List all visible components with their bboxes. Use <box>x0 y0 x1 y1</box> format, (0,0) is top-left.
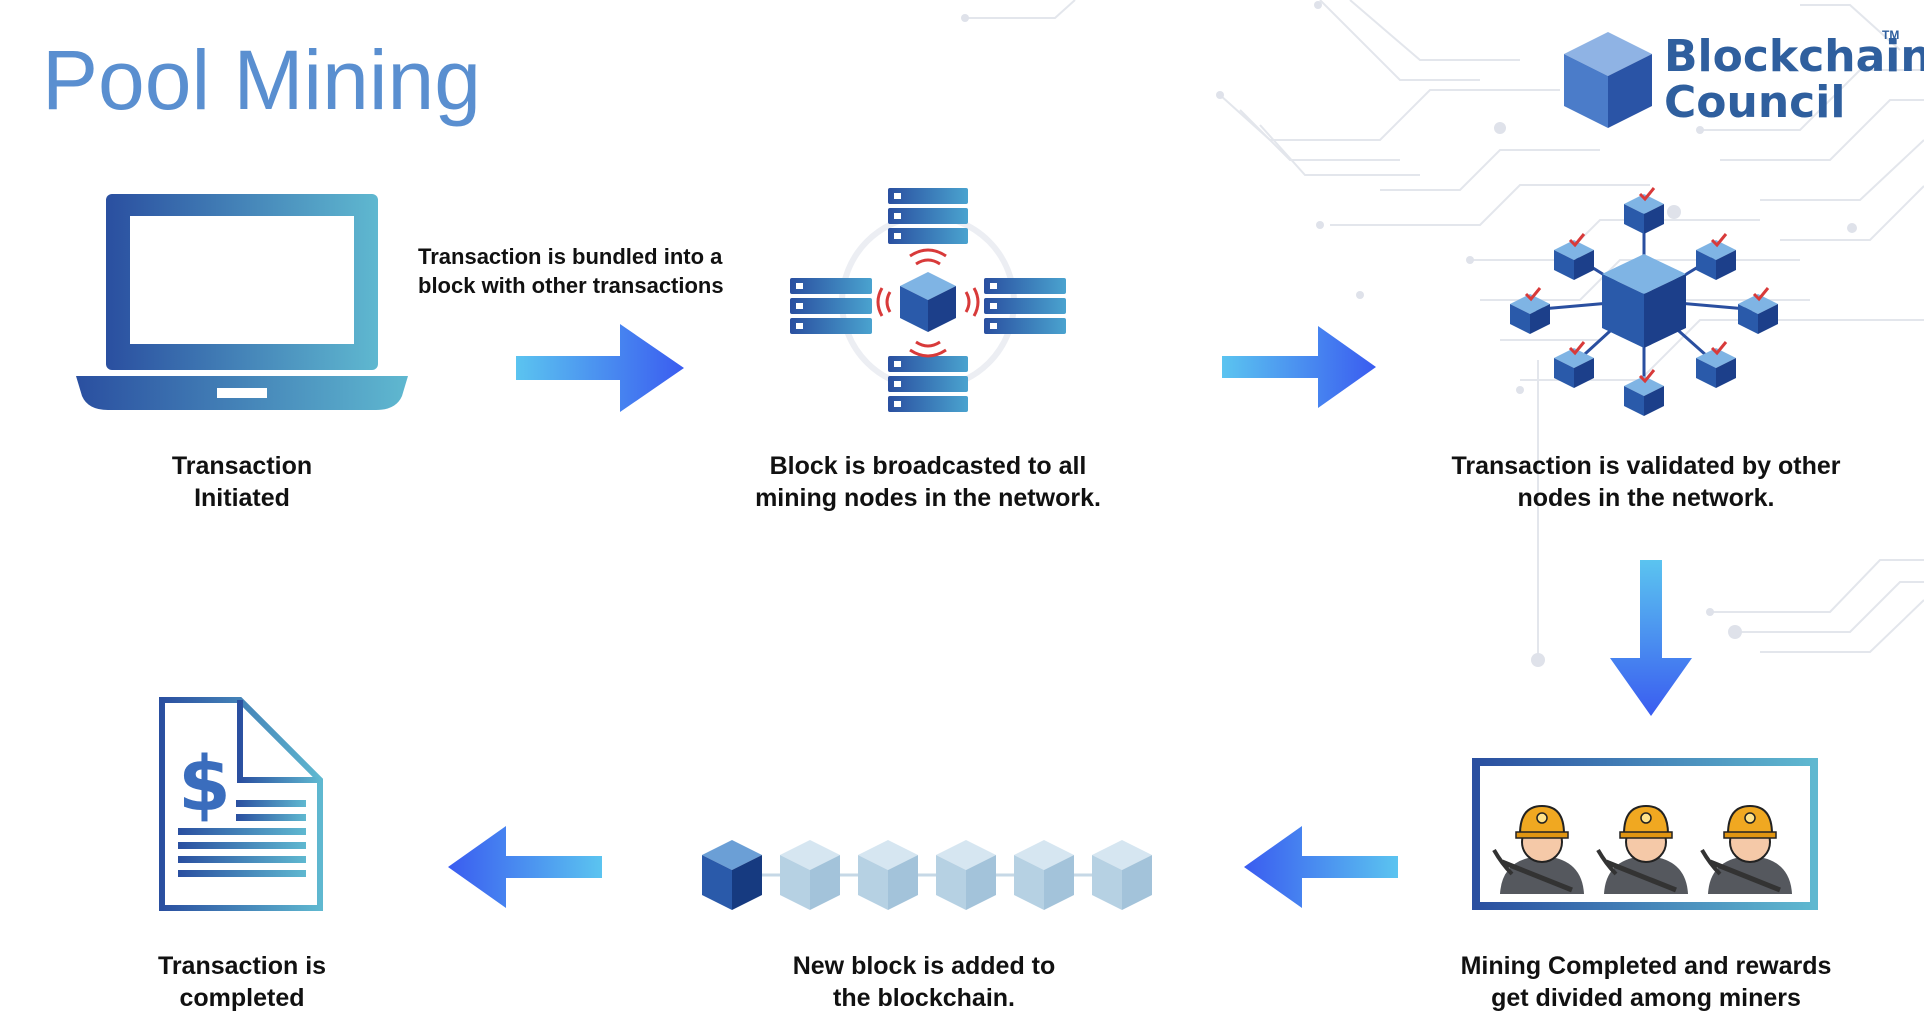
step-label-completed: Transaction is completed <box>157 952 327 1012</box>
logo-line2: Council <box>1664 77 1846 128</box>
logo-cube-icon <box>1564 32 1652 128</box>
arrow-left-1 <box>1244 826 1398 908</box>
arrow-down <box>1610 560 1692 716</box>
miner-figures <box>1492 804 1792 894</box>
logo-text: Blockchain Council <box>1664 34 1924 126</box>
svg-text:$: $ <box>178 739 231 828</box>
logo-line1: Blockchain <box>1664 31 1924 82</box>
step-label-validated: Transaction is validated by other nodes … <box>1451 452 1841 512</box>
small-node-cubes <box>1510 187 1778 416</box>
blockchain-icon <box>702 840 1152 910</box>
step-label-initiated: Transaction Initiated <box>171 452 313 512</box>
laptop-icon <box>76 194 408 410</box>
broadcast-servers-icon <box>790 188 1066 412</box>
logo-trademark: TM <box>1882 28 1900 42</box>
arrow-right-2 <box>1222 326 1376 408</box>
step-label-mining-completed: Mining Completed and rewards get divided… <box>1460 952 1832 1012</box>
invoice-icon: $ <box>159 697 323 911</box>
step-label-new-block: New block is added to the blockchain. <box>792 952 1056 1012</box>
network-nodes-icon <box>1510 187 1778 416</box>
step-label-broadcast: Block is broadcasted to all mining nodes… <box>755 452 1101 512</box>
arrow-left-2 <box>448 826 602 908</box>
bundle-note: Transaction is bundled into a block with… <box>418 244 724 298</box>
page-title: Pool Mining <box>42 33 481 127</box>
blockchain-council-logo: Blockchain Council TM <box>1560 28 1924 138</box>
miners-icon <box>1472 758 1818 910</box>
arrow-right-1 <box>516 324 684 412</box>
